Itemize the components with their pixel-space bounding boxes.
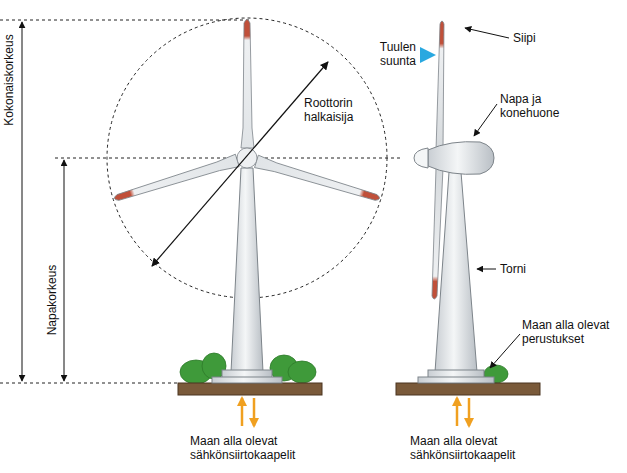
part-label: Torni [500,262,560,276]
wind-direction-label: Tuulen suunta [364,40,416,68]
dimension-label: Napakorkeus [45,265,59,336]
part-label: Maan alla olevat perustukset [522,318,622,346]
cable-label: Maan alla olevat sähkönsiirtokaapelit [410,434,542,462]
cable-label: Maan alla olevat sähkönsiirtokaapelit [190,434,322,462]
part-label: Napa ja konehuone [500,92,582,120]
part-label: Siipi [513,31,573,45]
dimension-label: Roottorin halkaisija [302,96,372,124]
dimension-label: Kokonaiskorkeus [2,34,16,125]
